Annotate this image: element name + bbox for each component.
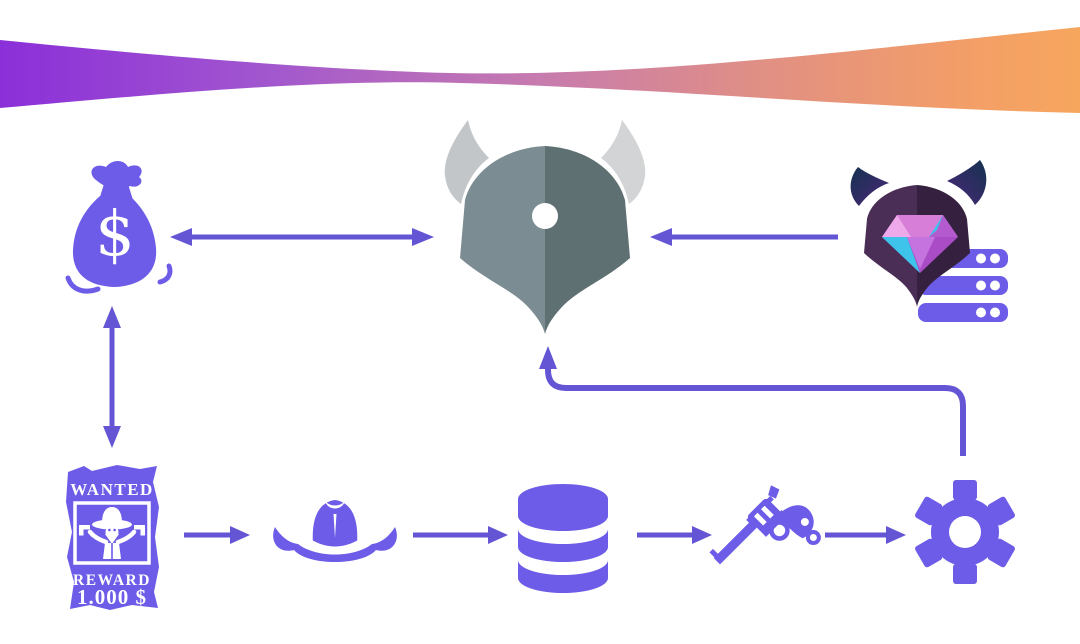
arrow-moneybag-poster bbox=[103, 306, 121, 448]
helmet-left-horn bbox=[444, 120, 489, 204]
arrow-server-helmet bbox=[650, 228, 838, 246]
money-bag-base-swoosh-right bbox=[157, 263, 173, 285]
money-bag-dollar: $ bbox=[95, 197, 134, 270]
hat-crown-notch bbox=[325, 501, 345, 509]
hat-brim bbox=[273, 527, 397, 562]
poster-frame bbox=[73, 501, 151, 565]
cowboy-figure bbox=[79, 507, 145, 559]
money-bag-icon: $ bbox=[65, 161, 173, 294]
poster-reward-label: REWARD bbox=[73, 572, 151, 589]
database-icon bbox=[518, 484, 608, 593]
horned-helmet-diamond-server-icon bbox=[850, 160, 1008, 322]
helmet-right-half bbox=[545, 146, 630, 334]
poster-reward-amount: 1.000 $ bbox=[77, 585, 147, 609]
cowboy-hat-icon bbox=[273, 500, 397, 562]
ob2-left-horn bbox=[850, 167, 889, 206]
ob2-right-horn bbox=[947, 160, 987, 205]
arrow-poster-hat bbox=[184, 526, 250, 544]
money-bag-knot bbox=[91, 161, 142, 189]
arrow-gear-helmet-elbow bbox=[539, 346, 966, 456]
arrow-database-revolver bbox=[637, 526, 712, 544]
arrow-moneybag-helmet bbox=[170, 228, 434, 246]
poster-title: WANTED bbox=[70, 480, 154, 499]
money-bag-body bbox=[72, 196, 157, 287]
gradient-ribbon bbox=[0, 27, 1080, 113]
hat-crease bbox=[333, 514, 337, 538]
helmet-left-half bbox=[460, 146, 545, 334]
diamond-icon bbox=[882, 215, 958, 273]
arrow-hat-database bbox=[413, 526, 508, 544]
hat-band bbox=[309, 539, 361, 555]
helmet-right-horn bbox=[601, 120, 646, 204]
arrow-revolver-gear bbox=[825, 526, 906, 544]
money-bag-base-swoosh-left bbox=[65, 275, 101, 294]
gear-icon bbox=[915, 480, 1015, 584]
helmet-dot bbox=[532, 203, 558, 229]
wanted-poster-icon: WANTED REWARD 1.000 $ bbox=[66, 465, 159, 610]
viking-helmet-icon bbox=[444, 120, 646, 334]
revolver-icon bbox=[709, 485, 821, 565]
